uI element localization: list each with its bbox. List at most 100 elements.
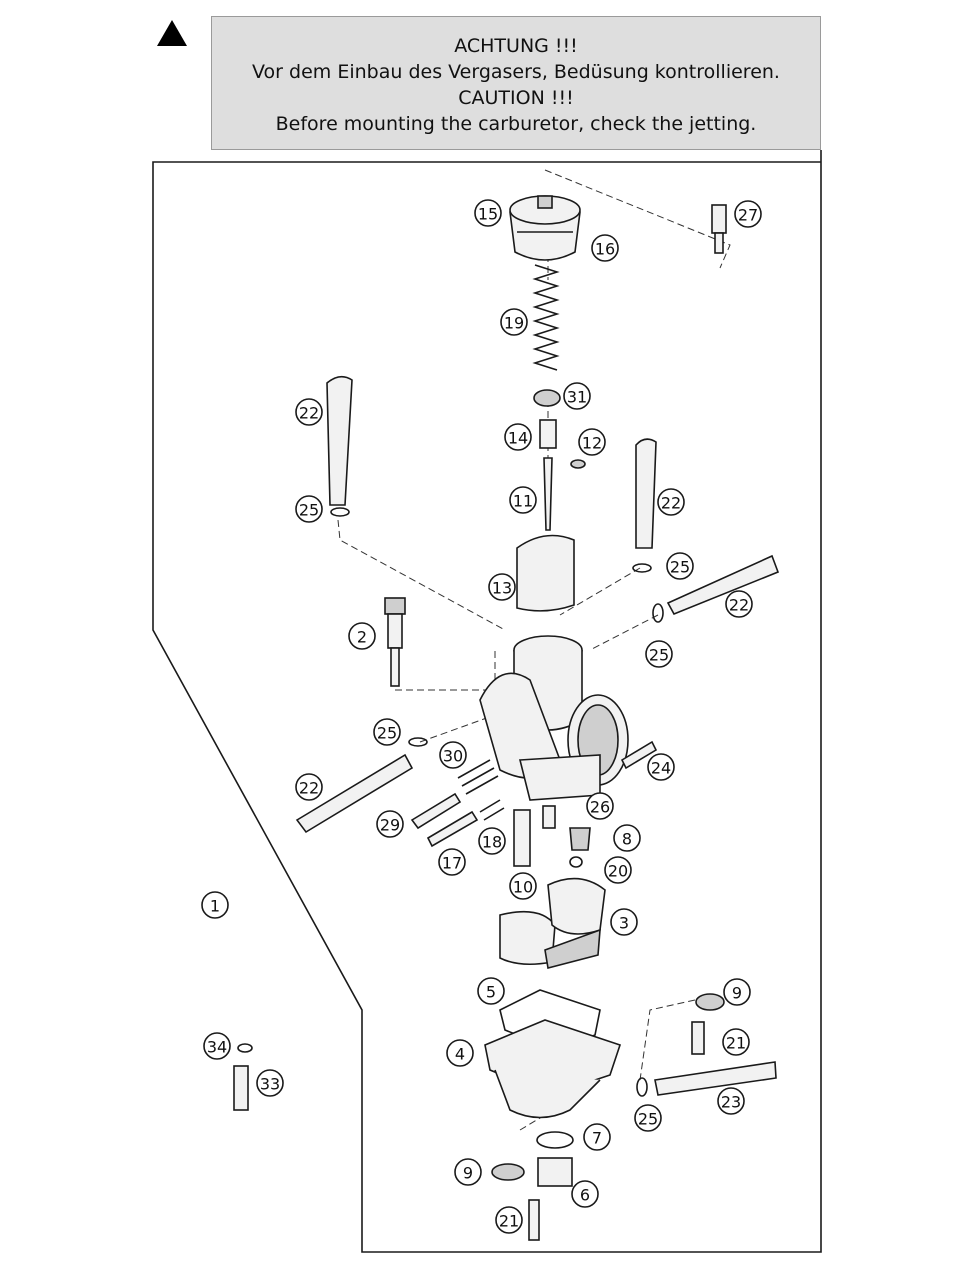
idle-adjust-screw (384, 597, 406, 687)
callout-22: 22 (725, 590, 753, 618)
callout-number: 27 (738, 206, 758, 225)
carburetor-body (479, 635, 629, 801)
callout-number: 30 (443, 747, 463, 766)
callout-2: 2 (348, 622, 376, 650)
callout-number: 22 (729, 596, 749, 615)
carburetor-top-cap (509, 195, 581, 261)
callout-22: 22 (657, 488, 685, 516)
callout-number: 8 (622, 830, 632, 849)
callout-number: 25 (670, 558, 690, 577)
callout-11: 11 (509, 486, 537, 514)
callout-number: 18 (482, 833, 502, 852)
vent-hose-left (326, 375, 353, 506)
callout-9: 9 (454, 1158, 482, 1186)
callout-3: 3 (610, 908, 638, 936)
callout-number: 6 (580, 1186, 590, 1205)
callout-21: 21 (722, 1028, 750, 1056)
overflow-hose-right (666, 554, 780, 616)
throttle-spring (532, 264, 560, 371)
callout-27: 27 (734, 200, 762, 228)
callout-23: 23 (717, 1087, 745, 1115)
callout-number: 33 (260, 1075, 280, 1094)
float-bowl-gasket (499, 989, 601, 1051)
plate-screw-bottom (528, 1199, 540, 1241)
callout-number: 21 (499, 1212, 519, 1231)
caution-text-en: Before mounting the carburetor, check th… (275, 113, 757, 135)
caution-heading-de: ACHTUNG !!! (454, 35, 578, 57)
callout-6: 6 (571, 1180, 599, 1208)
plate-screw-top (691, 1021, 705, 1055)
callout-number: 25 (377, 724, 397, 743)
plate-top (695, 993, 725, 1011)
callout-number: 31 (567, 388, 587, 407)
callout-number: 29 (380, 816, 400, 835)
plate-bottom (491, 1163, 525, 1181)
throttle-stop-spring (479, 799, 505, 821)
pilot-jet (542, 805, 556, 829)
callout-24: 24 (647, 753, 675, 781)
callout-number: 25 (299, 501, 319, 520)
callout-22: 22 (295, 398, 323, 426)
callout-22: 22 (295, 773, 323, 801)
callout-number: 5 (486, 983, 496, 1002)
callout-13: 13 (488, 573, 516, 601)
vent-nipple (711, 204, 727, 254)
main-jet-holder (513, 809, 531, 867)
callout-number: 22 (299, 779, 319, 798)
callout-33: 33 (256, 1069, 284, 1097)
callout-18: 18 (478, 827, 506, 855)
drain-hose (654, 1061, 777, 1096)
callout-number: 17 (442, 854, 462, 873)
callout-29: 29 (376, 810, 404, 838)
throttle-slide (516, 534, 575, 612)
callout-number: 11 (513, 492, 533, 511)
caution-text-de: Vor dem Einbau des Vergasers, Bedüsung k… (252, 61, 780, 83)
callout-number: 24 (651, 759, 671, 778)
callout-number: 9 (463, 1164, 473, 1183)
float-bowl (484, 1019, 622, 1119)
callout-number: 10 (513, 878, 533, 897)
callout-19: 19 (500, 308, 528, 336)
sleeve (233, 1065, 249, 1111)
pin (620, 740, 658, 770)
assembly-frame-outline (152, 150, 822, 1253)
callout-number: 20 (608, 862, 628, 881)
callout-25: 25 (666, 552, 694, 580)
callout-16: 16 (591, 234, 619, 262)
callout-number: 9 (732, 984, 742, 1003)
callout-30: 30 (439, 741, 467, 769)
jet-clip (569, 856, 583, 868)
spring-seat (533, 389, 561, 407)
callout-number: 19 (504, 314, 524, 333)
callout-25: 25 (645, 640, 673, 668)
air-screw (410, 792, 462, 830)
callout-9: 9 (723, 978, 751, 1006)
callout-number: 23 (721, 1093, 741, 1112)
callout-25: 25 (295, 495, 323, 523)
overflow-hose-left (295, 753, 414, 834)
warning-triangle-icon (157, 20, 187, 46)
callout-number: 25 (638, 1110, 658, 1129)
callout-number: 4 (455, 1045, 465, 1064)
callout-21: 21 (495, 1206, 523, 1234)
air-screw-spring (457, 759, 499, 795)
main-jet (569, 827, 591, 851)
callout-12: 12 (578, 428, 606, 456)
callout-number: 21 (726, 1034, 746, 1053)
o-ring-small (237, 1043, 253, 1053)
callout-31: 31 (563, 382, 591, 410)
callout-15: 15 (474, 199, 502, 227)
callout-number: 26 (590, 798, 610, 817)
caution-notice-box: ACHTUNG !!! Vor dem Einbau des Vergasers… (211, 16, 821, 150)
callout-25: 25 (373, 718, 401, 746)
callout-14: 14 (504, 423, 532, 451)
callout-5: 5 (477, 977, 505, 1005)
callout-4: 4 (446, 1039, 474, 1067)
jet-needle (543, 457, 553, 531)
callout-number: 25 (649, 646, 669, 665)
needle-clip (570, 459, 586, 469)
drain-plug-seal (536, 1131, 574, 1149)
float-assembly (499, 877, 606, 969)
callout-1: 1 (201, 891, 229, 919)
